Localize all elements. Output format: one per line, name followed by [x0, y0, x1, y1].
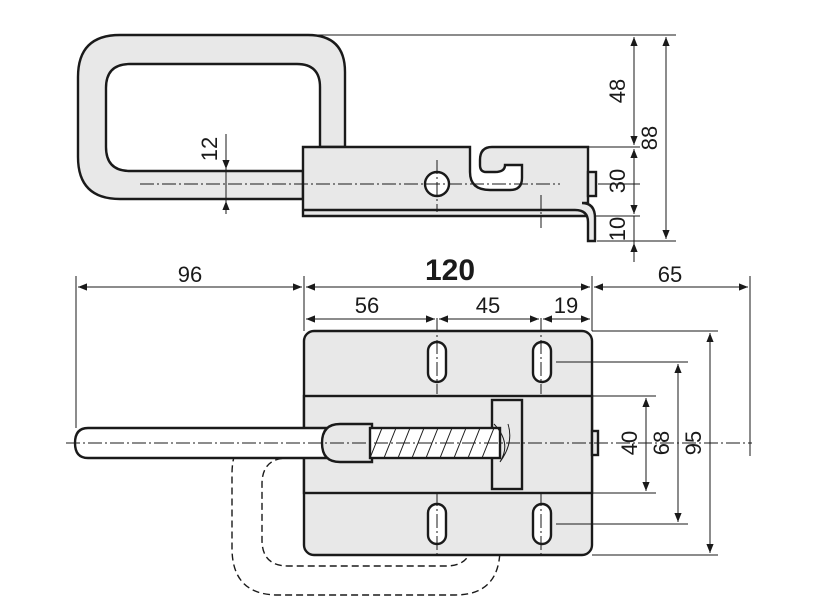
top-handle-swung-inner: [261, 457, 473, 567]
top-handle-swung-outline: [231, 427, 501, 596]
top-view: 40 68 95 96 120 65 56 45 19: [66, 254, 752, 596]
side-handle-bail: [76, 33, 347, 201]
dim-label-96: 96: [178, 262, 202, 287]
side-base-flange: [303, 201, 597, 243]
side-pin-end: [586, 170, 598, 198]
side-view: 48 88 30 10 12: [76, 33, 676, 262]
dim-label-30: 30: [605, 169, 630, 193]
dim-label-88: 88: [637, 126, 662, 150]
dim-label-40: 40: [617, 431, 642, 455]
dim-label-12: 12: [197, 137, 222, 161]
mounting-slot: [531, 502, 553, 546]
dim-label-95: 95: [681, 431, 706, 455]
mounting-slot: [531, 340, 553, 384]
dim-label-45: 45: [476, 293, 500, 318]
dim-label-19: 19: [554, 293, 578, 318]
dim-label-56: 56: [355, 293, 379, 318]
dim-label-10: 10: [605, 217, 630, 241]
dim-label-65: 65: [658, 262, 682, 287]
dim-label-68: 68: [649, 431, 674, 455]
dim-label-48: 48: [605, 79, 630, 103]
dim-label-120: 120: [425, 254, 475, 287]
